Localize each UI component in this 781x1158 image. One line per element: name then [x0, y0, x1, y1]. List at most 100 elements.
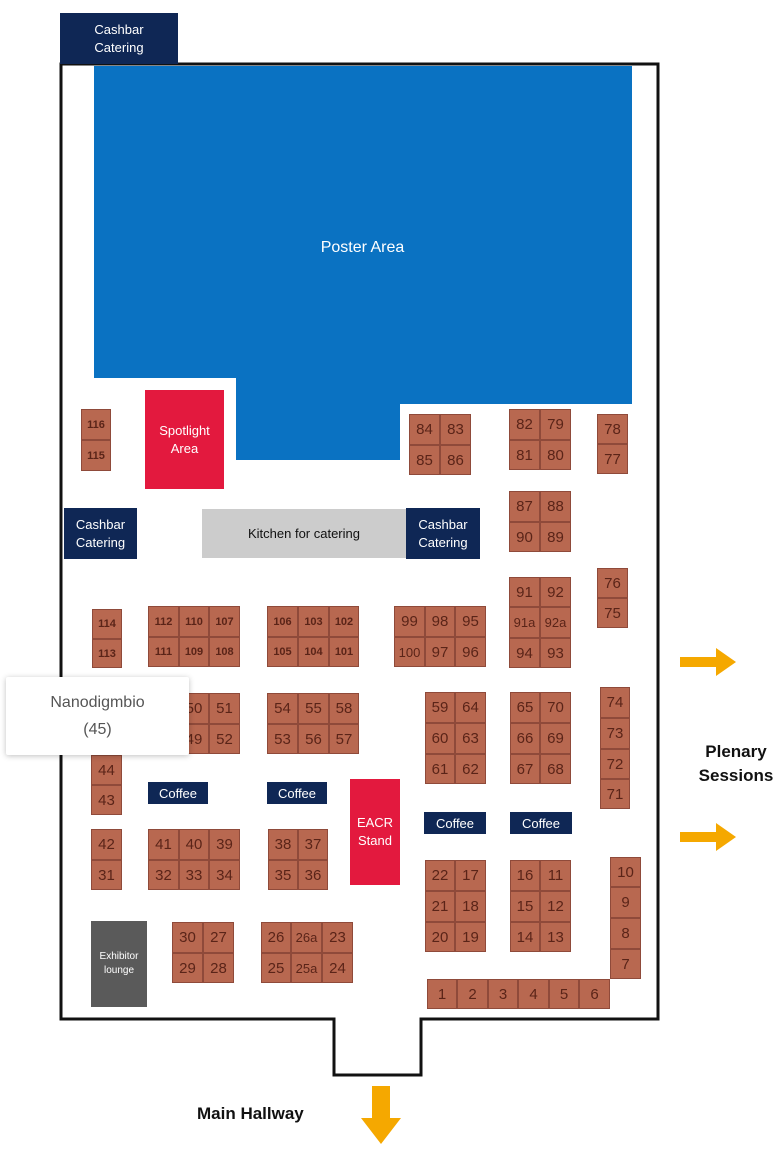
booth[interactable]: 59: [425, 692, 455, 723]
booth[interactable]: 10: [610, 857, 641, 887]
booth[interactable]: 52: [209, 724, 240, 754]
booth[interactable]: 90: [509, 522, 540, 552]
booth[interactable]: 112: [148, 606, 179, 637]
booth[interactable]: 19: [455, 922, 486, 952]
booth[interactable]: 32: [148, 860, 179, 890]
booth[interactable]: 88: [540, 491, 571, 522]
booth[interactable]: 111: [148, 637, 179, 667]
booth[interactable]: 94: [509, 638, 540, 668]
exhibitor-lounge[interactable]: Exhibitor lounge: [91, 921, 147, 1007]
booth[interactable]: 44: [91, 755, 122, 785]
booth[interactable]: 86: [440, 445, 471, 475]
cashbar-catering-mid[interactable]: Cashbar Catering: [406, 508, 480, 559]
booth[interactable]: 16: [510, 860, 540, 891]
booth[interactable]: 104: [298, 637, 329, 667]
booth[interactable]: 55: [298, 693, 329, 724]
booth[interactable]: 97: [425, 637, 455, 667]
booth[interactable]: 17: [455, 860, 486, 891]
booth[interactable]: 96: [455, 637, 486, 667]
booth[interactable]: 54: [267, 693, 298, 724]
eacr-stand[interactable]: EACR Stand: [350, 779, 400, 885]
booth[interactable]: 66: [510, 723, 540, 754]
booth[interactable]: 73: [600, 718, 630, 749]
booth[interactable]: 85: [409, 445, 440, 475]
booth[interactable]: 83: [440, 414, 471, 445]
booth[interactable]: 42: [91, 829, 122, 860]
booth[interactable]: 26: [261, 922, 291, 953]
booth[interactable]: 106: [267, 606, 298, 637]
booth[interactable]: 109: [179, 637, 209, 667]
booth[interactable]: 75: [597, 598, 628, 628]
booth[interactable]: 25: [261, 953, 291, 983]
booth[interactable]: 78: [597, 414, 628, 444]
booth[interactable]: 30: [172, 922, 203, 953]
booth[interactable]: 26a: [291, 922, 322, 953]
booth[interactable]: 108: [209, 637, 240, 667]
booth[interactable]: 61: [425, 754, 455, 784]
booth[interactable]: 99: [394, 606, 425, 637]
booth[interactable]: 115: [81, 440, 111, 471]
booth[interactable]: 76: [597, 568, 628, 598]
booth[interactable]: 29: [172, 953, 203, 983]
booth[interactable]: 36: [298, 860, 328, 890]
booth[interactable]: 93: [540, 638, 571, 668]
booth[interactable]: 14: [510, 922, 540, 952]
booth[interactable]: 62: [455, 754, 486, 784]
booth[interactable]: 40: [179, 829, 209, 860]
booth[interactable]: 71: [600, 779, 630, 809]
booth[interactable]: 58: [329, 693, 359, 724]
booth[interactable]: 6: [579, 979, 610, 1009]
booth[interactable]: 57: [329, 724, 359, 754]
booth[interactable]: 4: [518, 979, 549, 1009]
booth[interactable]: 1: [427, 979, 457, 1009]
booth[interactable]: 67: [510, 754, 540, 784]
spotlight-area[interactable]: Spotlight Area: [145, 390, 224, 489]
booth[interactable]: 8: [610, 918, 641, 949]
booth[interactable]: 3: [488, 979, 518, 1009]
booth[interactable]: 38: [268, 829, 298, 860]
booth[interactable]: 20: [425, 922, 455, 952]
booth[interactable]: 72: [600, 749, 630, 779]
booth[interactable]: 15: [510, 891, 540, 922]
booth[interactable]: 24: [322, 953, 353, 983]
booth[interactable]: 18: [455, 891, 486, 922]
booth[interactable]: 34: [209, 860, 240, 890]
booth[interactable]: 116: [81, 409, 111, 440]
booth[interactable]: 91a: [509, 607, 540, 638]
booth[interactable]: 39: [209, 829, 240, 860]
booth[interactable]: 69: [540, 723, 571, 754]
booth[interactable]: 21: [425, 891, 455, 922]
booth[interactable]: 2: [457, 979, 488, 1009]
booth[interactable]: 43: [91, 785, 122, 815]
booth[interactable]: 68: [540, 754, 571, 784]
booth[interactable]: 23: [322, 922, 353, 953]
booth[interactable]: 74: [600, 687, 630, 718]
booth[interactable]: 98: [425, 606, 455, 637]
booth[interactable]: 53: [267, 724, 298, 754]
booth[interactable]: 77: [597, 444, 628, 474]
booth[interactable]: 79: [540, 409, 571, 440]
booth[interactable]: 37: [298, 829, 328, 860]
booth[interactable]: 87: [509, 491, 540, 522]
cashbar-catering-top[interactable]: Cashbar Catering: [60, 13, 178, 64]
booth[interactable]: 7: [610, 949, 641, 979]
booth[interactable]: 82: [509, 409, 540, 440]
booth[interactable]: 70: [540, 692, 571, 723]
booth[interactable]: 110: [179, 606, 209, 637]
booth[interactable]: 92: [540, 577, 571, 607]
booth[interactable]: 5: [549, 979, 579, 1009]
booth[interactable]: 114: [92, 609, 122, 639]
booth[interactable]: 13: [540, 922, 571, 952]
booth[interactable]: 92a: [540, 607, 571, 638]
booth[interactable]: 60: [425, 723, 455, 754]
booth[interactable]: 12: [540, 891, 571, 922]
booth[interactable]: 81: [509, 440, 540, 470]
booth[interactable]: 63: [455, 723, 486, 754]
booth[interactable]: 105: [267, 637, 298, 667]
booth[interactable]: 65: [510, 692, 540, 723]
booth[interactable]: 41: [148, 829, 179, 860]
coffee-station-4[interactable]: Coffee: [510, 812, 572, 834]
booth[interactable]: 95: [455, 606, 486, 637]
booth[interactable]: 31: [91, 860, 122, 890]
